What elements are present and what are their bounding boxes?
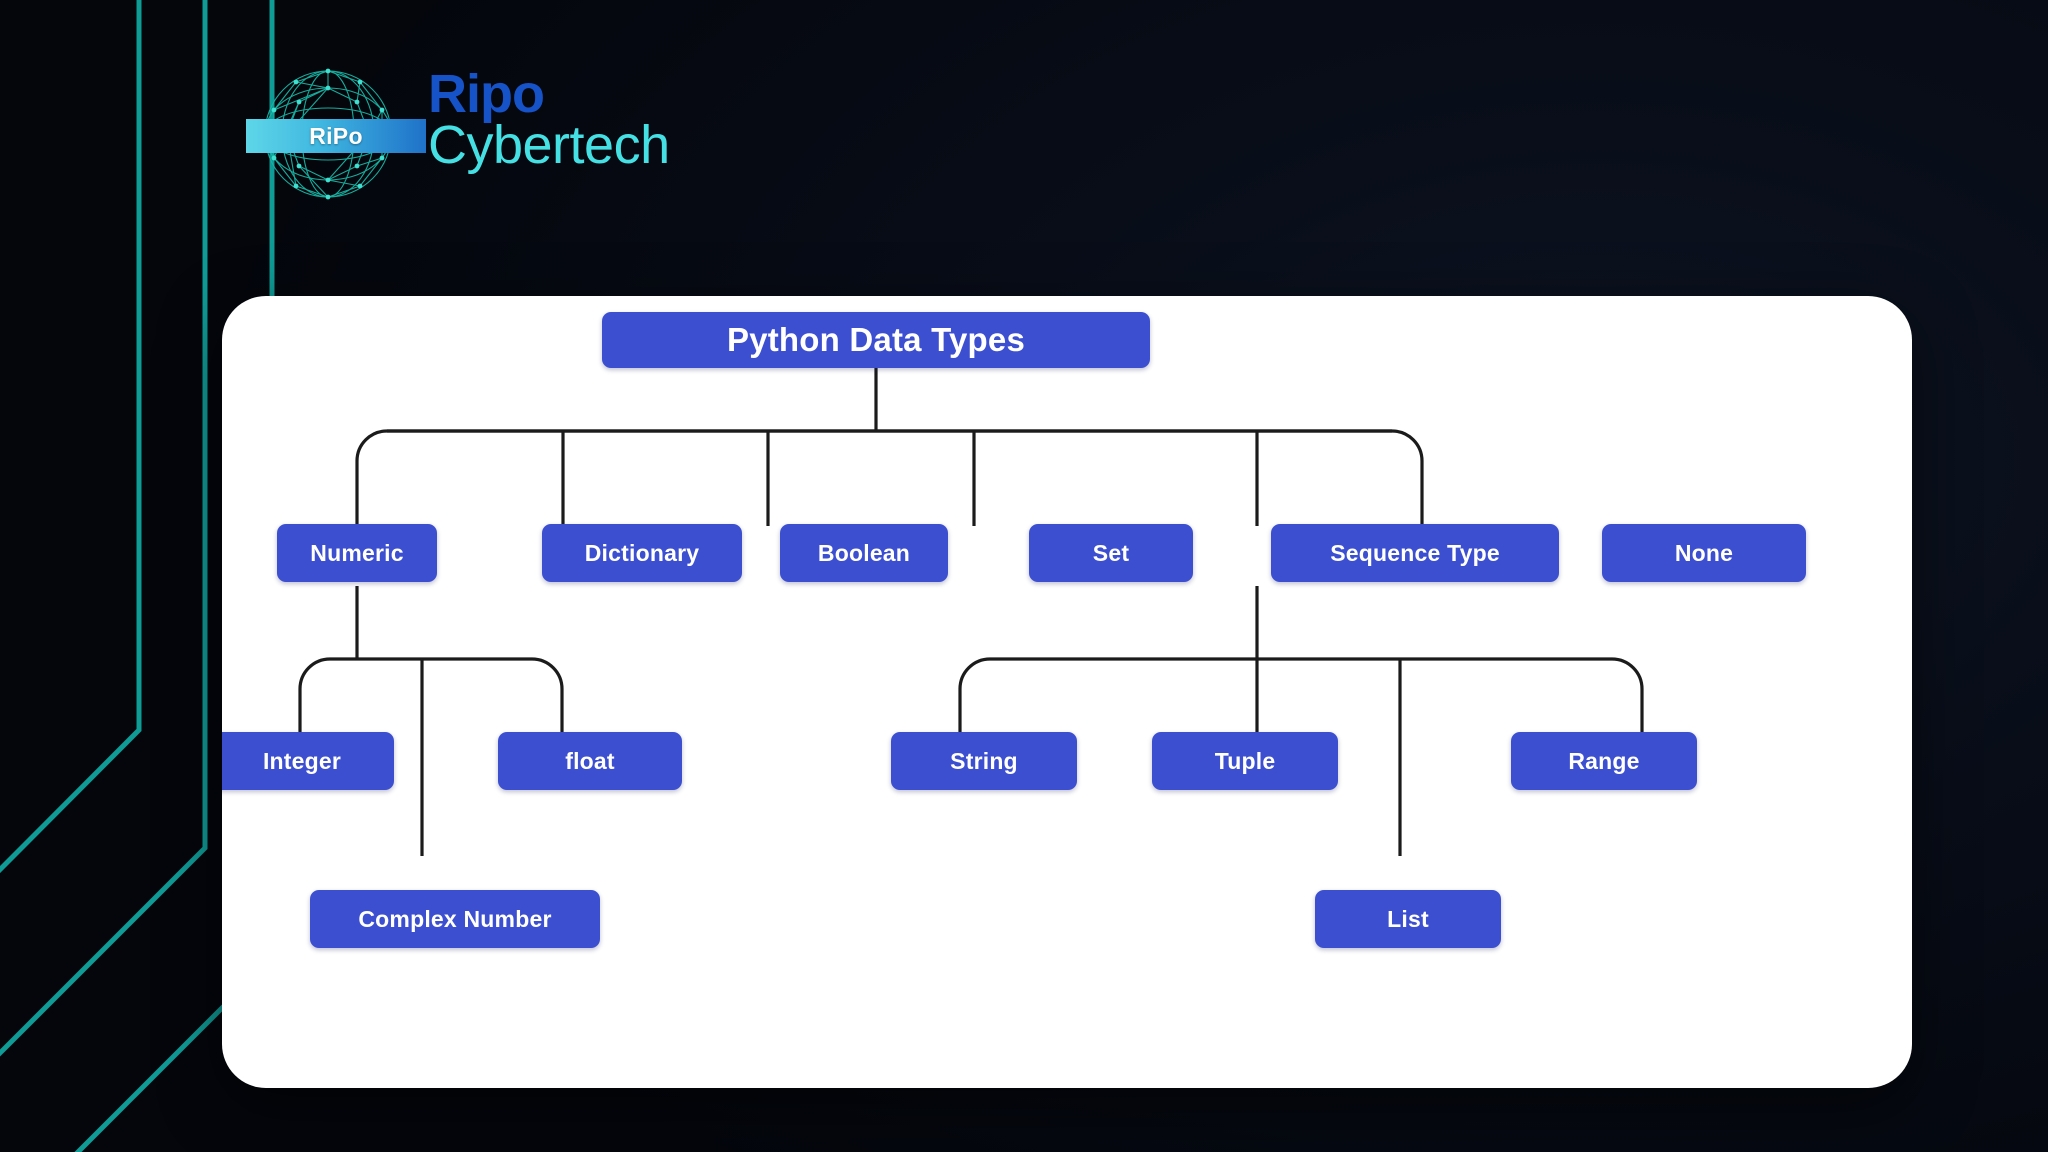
- wordmark-cybertech: Cybertech: [428, 115, 670, 175]
- brand-logo: RiPo Ripo Cybertech: [246, 58, 722, 218]
- node-dictionary[interactable]: Dictionary: [542, 524, 742, 582]
- node-label: None: [1674, 539, 1734, 566]
- node-label: Tuple: [1214, 747, 1276, 774]
- node-label: Python Data Types: [726, 321, 1025, 358]
- node-label: Complex Number: [358, 905, 552, 932]
- node-python-data-types[interactable]: Python Data Types: [602, 312, 1150, 368]
- node-set[interactable]: Set: [1029, 524, 1193, 582]
- node-complex-number[interactable]: Complex Number: [310, 890, 600, 948]
- node-label: Boolean: [817, 539, 911, 566]
- node-range[interactable]: Range: [1511, 732, 1697, 790]
- node-none[interactable]: None: [1602, 524, 1806, 582]
- node-label: Integer: [262, 747, 342, 774]
- node-boolean[interactable]: Boolean: [780, 524, 948, 582]
- node-numeric[interactable]: Numeric: [277, 524, 437, 582]
- node-list[interactable]: List: [1315, 890, 1501, 948]
- node-integer[interactable]: Integer: [222, 732, 394, 790]
- node-label: Set: [1092, 539, 1130, 566]
- node-label: Numeric: [310, 539, 404, 566]
- wordmark-ripo: Ripo: [428, 64, 545, 124]
- node-label: List: [1387, 905, 1429, 932]
- diagram-card: Python Data Types Numeric Dictionary Boo…: [222, 296, 1912, 1088]
- node-string[interactable]: String: [891, 732, 1077, 790]
- node-label: float: [565, 747, 615, 774]
- ripo-badge-label: RiPo: [309, 122, 363, 149]
- ripo-badge: RiPo: [246, 119, 426, 153]
- node-tuple[interactable]: Tuple: [1152, 732, 1338, 790]
- node-sequence-type[interactable]: Sequence Type: [1271, 524, 1559, 582]
- tree-connectors: [298, 366, 1644, 856]
- node-label: Sequence Type: [1330, 539, 1500, 566]
- node-label: String: [950, 747, 1018, 774]
- node-label: Range: [1568, 747, 1640, 774]
- node-label: Dictionary: [584, 539, 700, 566]
- node-float[interactable]: float: [498, 732, 682, 790]
- brand-wordmark: Ripo Cybertech: [428, 64, 728, 175]
